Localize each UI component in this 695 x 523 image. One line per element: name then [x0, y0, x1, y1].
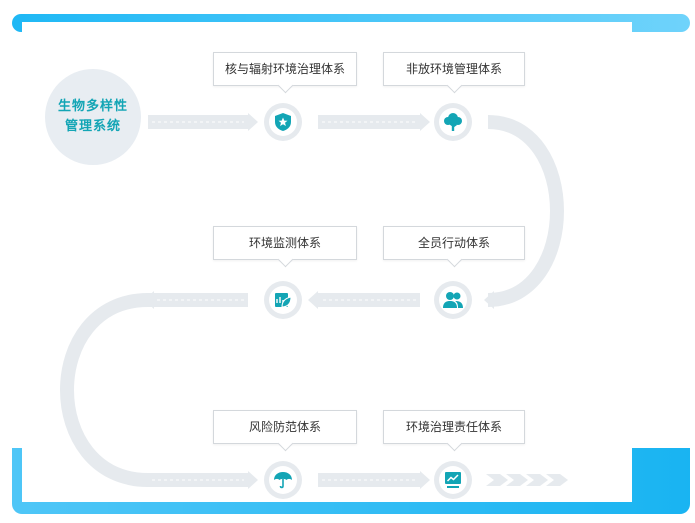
node-label: 环境治理责任体系	[383, 410, 525, 444]
arrow-head	[248, 113, 258, 131]
tree-icon	[444, 113, 462, 131]
node-label: 全员行动体系	[383, 226, 525, 260]
node-label: 非放环境管理体系	[383, 52, 525, 86]
flow-curve	[487, 115, 564, 307]
arrow-head	[308, 291, 318, 309]
arrow-head	[420, 113, 430, 131]
node-label: 环境监测体系	[213, 226, 357, 260]
arrow-head	[484, 291, 494, 309]
node-circle	[264, 461, 302, 499]
node-circle	[434, 281, 472, 319]
monitor-trend-icon	[445, 472, 461, 488]
node-circle	[434, 103, 472, 141]
flow-curve	[60, 293, 149, 487]
center-title-line1: 生物多样性	[57, 99, 128, 114]
center-title-line2: 管理系统	[64, 119, 121, 134]
arrow-head	[420, 471, 430, 489]
trailing-chevrons	[486, 474, 568, 486]
node-circle	[264, 103, 302, 141]
leaf-chart-icon	[275, 293, 292, 308]
umbrella-icon	[274, 472, 292, 489]
node-label: 核与辐射环境治理体系	[213, 52, 357, 86]
shield-star-icon	[275, 113, 291, 131]
arrow-head	[144, 291, 154, 309]
node-circle	[264, 281, 302, 319]
arrow-head	[248, 471, 258, 489]
people-icon	[443, 292, 463, 308]
node-label: 风险防范体系	[213, 410, 357, 444]
node-circle	[434, 461, 472, 499]
center-node: 生物多样性 管理系统	[45, 69, 141, 165]
